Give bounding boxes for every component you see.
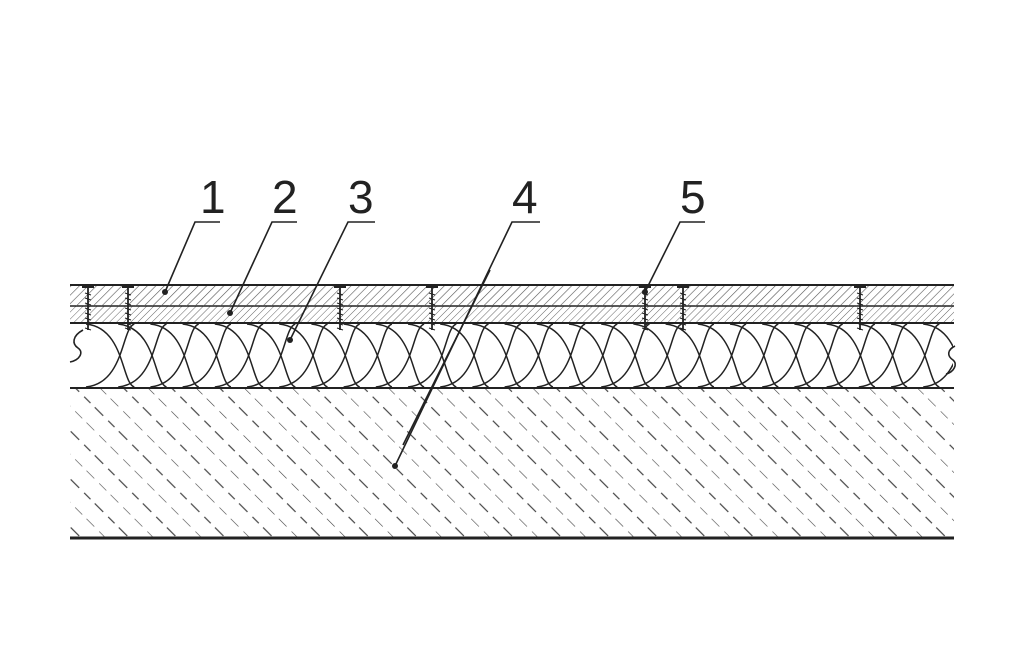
underlay-board-layer (70, 305, 954, 324)
leader-line-4b (402, 269, 491, 446)
top-board-layer (70, 284, 954, 306)
leader-dot-1 (162, 289, 168, 295)
fastener-screw (426, 286, 438, 331)
insulation-wave-b (85, 323, 953, 387)
leader-dot-4 (392, 463, 398, 469)
leader-line-1 (164, 221, 220, 293)
fastener-screw (122, 286, 134, 331)
callout-number-5: 5 (680, 171, 706, 223)
leader-dot-5 (642, 289, 648, 295)
leader-dots (162, 289, 648, 469)
fastener-screw (677, 286, 689, 331)
leader-line-2 (229, 221, 297, 314)
fastener-screw (82, 286, 94, 331)
leader-lines (164, 221, 705, 467)
fastener-screw (854, 286, 866, 331)
leader-line-4a (394, 221, 540, 467)
insulation-layer (85, 323, 953, 387)
concrete-base-layer (70, 387, 954, 540)
insulation-wave-a (85, 323, 953, 387)
callout-number-4: 4 (512, 171, 538, 223)
leader-dot-3 (287, 337, 293, 343)
callout-number-3: 3 (348, 171, 374, 223)
callout-number-1: 1 (200, 171, 226, 223)
leader-dot-2 (227, 310, 233, 316)
fastener-screws (82, 286, 866, 331)
fastener-screw (334, 286, 346, 331)
callout-number-2: 2 (272, 171, 298, 223)
leader-line-5 (644, 221, 705, 293)
callout-labels: 1 2 3 4 5 (200, 171, 706, 223)
leader-line-3 (289, 221, 375, 341)
insulation-break-marks (69, 329, 956, 375)
